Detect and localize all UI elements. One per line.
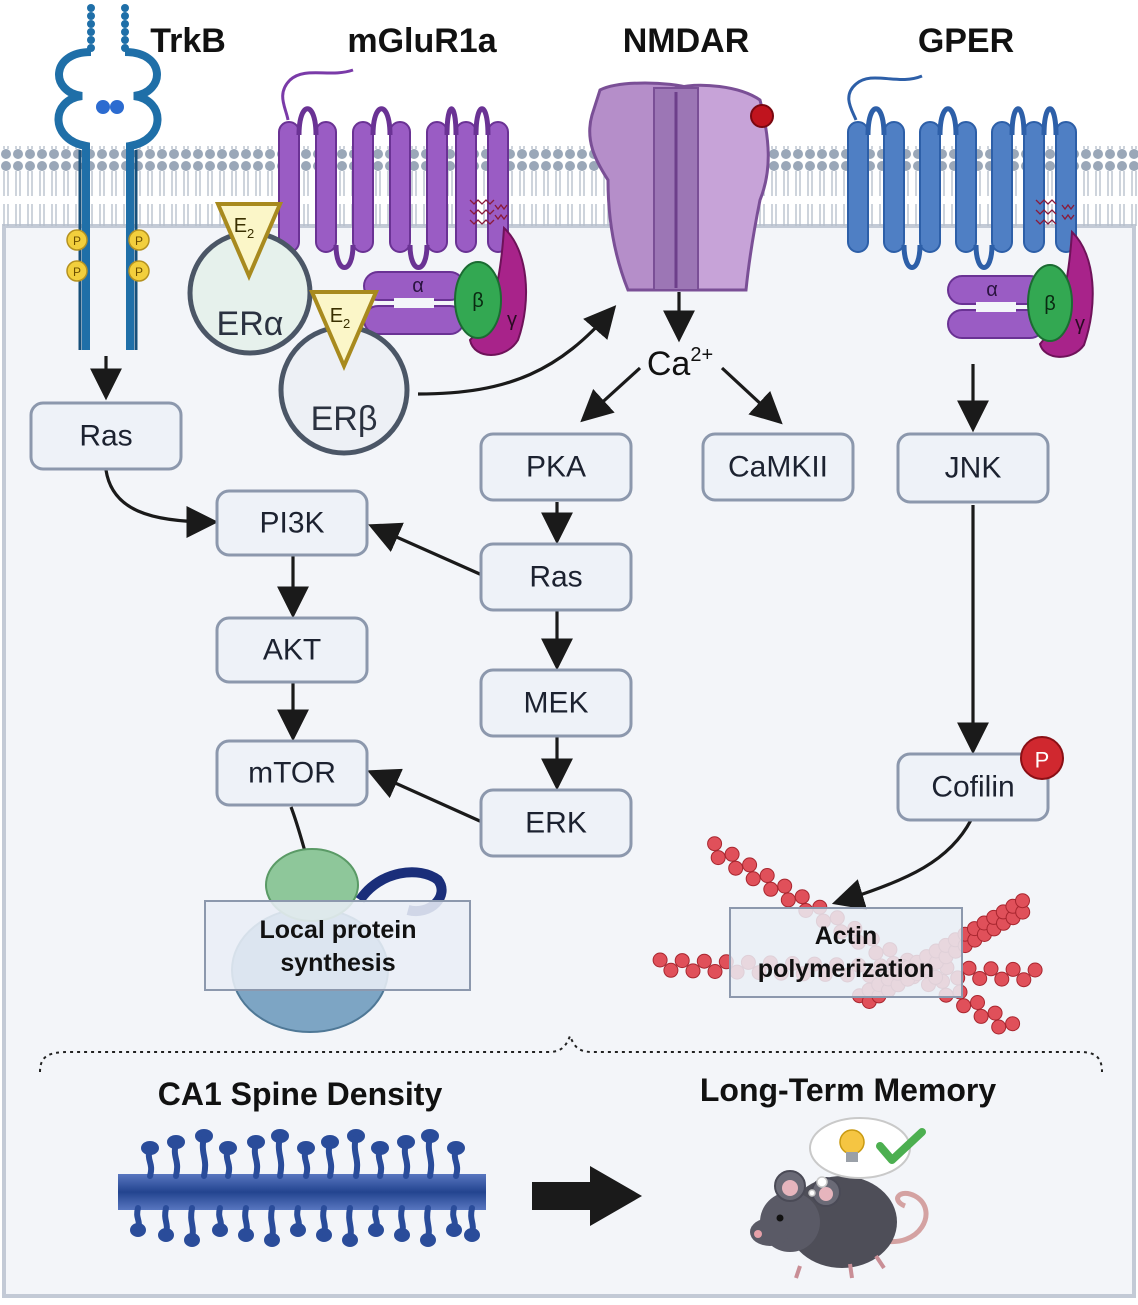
nmdar-channel — [588, 81, 774, 292]
g-beta-subunit — [454, 261, 502, 339]
estradiol-label: E — [234, 215, 247, 237]
arrow-cofilin-actin — [831, 819, 973, 910]
phospho-label: P — [73, 234, 81, 248]
g-gamma-label: γ — [1075, 313, 1085, 335]
output-actin-polymerization: Actin polymerization — [729, 907, 963, 998]
phospho-badge-label: P — [1035, 748, 1050, 773]
spine-density-title: CA1 Spine Density — [158, 1076, 443, 1112]
node-label: ERK — [525, 807, 587, 840]
arrow-ras-pi3k-mid — [368, 522, 483, 577]
g-beta-subunit — [1027, 264, 1073, 342]
bdnf-ligand-icon — [96, 100, 110, 114]
mglur1a-title: mGluR1a — [347, 22, 497, 60]
mglur1a-receptor — [278, 68, 509, 270]
calcium-label: Ca2+ — [647, 344, 713, 383]
arrow-calcium-pka — [580, 366, 642, 423]
g-gamma-label: γ — [507, 309, 517, 331]
phospho-badge-icon — [1020, 736, 1064, 780]
node-label: JNK — [945, 452, 1002, 485]
node-mtor: mTOR — [215, 739, 369, 807]
node-cofilin: Cofilin P — [896, 736, 1064, 822]
node-label: Cofilin — [931, 771, 1014, 804]
output-protein-synthesis: Local protein synthesis — [204, 900, 471, 991]
g-beta-label: β — [1044, 293, 1056, 315]
er-alpha-label: ERα — [217, 305, 284, 343]
g-alpha-label: α — [412, 275, 424, 297]
arrow-calcium-camkii — [720, 366, 783, 425]
pathway-arrows — [90, 292, 989, 910]
protein-synthesis-line2: synthesis — [280, 949, 395, 977]
mouse-icon — [750, 1170, 929, 1279]
svg-text:E2: E2 — [234, 215, 255, 241]
gper-receptor — [847, 74, 1077, 270]
outcome-arrow — [532, 1166, 642, 1226]
node-label: CaMKII — [728, 451, 828, 484]
trkb-title: TrkB — [150, 22, 226, 60]
trkb-receptor — [54, 4, 162, 350]
nmdar-title: NMDAR — [623, 22, 750, 60]
node-label: Ras — [79, 420, 132, 453]
node-pi3k: PI3K — [215, 489, 369, 557]
trkb-phospho-sites: P P P P — [66, 229, 150, 282]
estradiol-icon — [214, 202, 284, 282]
dendrite-icon — [118, 1129, 486, 1247]
node-ras-left: Ras — [29, 401, 183, 471]
estradiol-icon — [308, 290, 380, 372]
trkb-right-chain — [124, 48, 162, 350]
g-alpha-label: α — [986, 279, 998, 301]
node-label: AKT — [263, 634, 321, 667]
actin-line1: Actin — [815, 922, 878, 950]
node-pka: PKA — [479, 432, 633, 502]
estradiol-subscript: 2 — [343, 316, 350, 331]
calcium-ion: Ca — [647, 345, 691, 383]
arrow-erb-nmdar — [417, 305, 617, 396]
node-mek: MEK — [479, 668, 633, 738]
outcome-bracket — [39, 1033, 1103, 1073]
protein-synthesis-line1: Local protein — [260, 916, 417, 944]
svg-text:E2: E2 — [330, 305, 351, 331]
phospho-label: P — [73, 265, 81, 279]
arrow-ras-pi3k — [104, 469, 219, 538]
node-label: PI3K — [259, 507, 324, 540]
er-beta-label: ERβ — [311, 400, 378, 438]
cell-membrane — [0, 146, 1138, 226]
node-jnk: JNK — [896, 432, 1050, 504]
memory-title: Long-Term Memory — [700, 1072, 997, 1108]
g-beta-label: β — [472, 290, 484, 312]
estradiol-label: E — [330, 305, 343, 327]
nmdar-ligand-icon — [750, 104, 774, 128]
gper-title: GPER — [918, 22, 1014, 60]
estradiol-subscript: 2 — [247, 226, 254, 241]
node-camkii: CaMKII — [701, 432, 855, 502]
node-label: MEK — [523, 687, 588, 720]
trkb-beads — [87, 4, 129, 52]
lightbulb-icon — [839, 1129, 865, 1162]
node-erk: ERK — [479, 788, 633, 858]
trkb-left-chain — [54, 48, 92, 350]
calcium-charge: 2+ — [690, 344, 713, 366]
checkmark-icon — [876, 1128, 926, 1164]
thought-bubble — [808, 1117, 926, 1197]
node-label: PKA — [526, 451, 586, 484]
gprotein-complex-gper: α γ β — [947, 229, 1094, 358]
er-alpha: ERα E2 — [187, 202, 313, 356]
phospho-label: P — [135, 265, 143, 279]
node-label: Ras — [529, 561, 582, 594]
node-label: mTOR — [248, 757, 336, 790]
er-beta: ERβ E2 — [278, 290, 410, 456]
phospho-label: P — [135, 234, 143, 248]
node-ras-mid: Ras — [479, 542, 633, 612]
arrow-erk-mtor — [367, 768, 483, 824]
node-akt: AKT — [215, 616, 369, 684]
actin-line2: polymerization — [758, 955, 934, 983]
